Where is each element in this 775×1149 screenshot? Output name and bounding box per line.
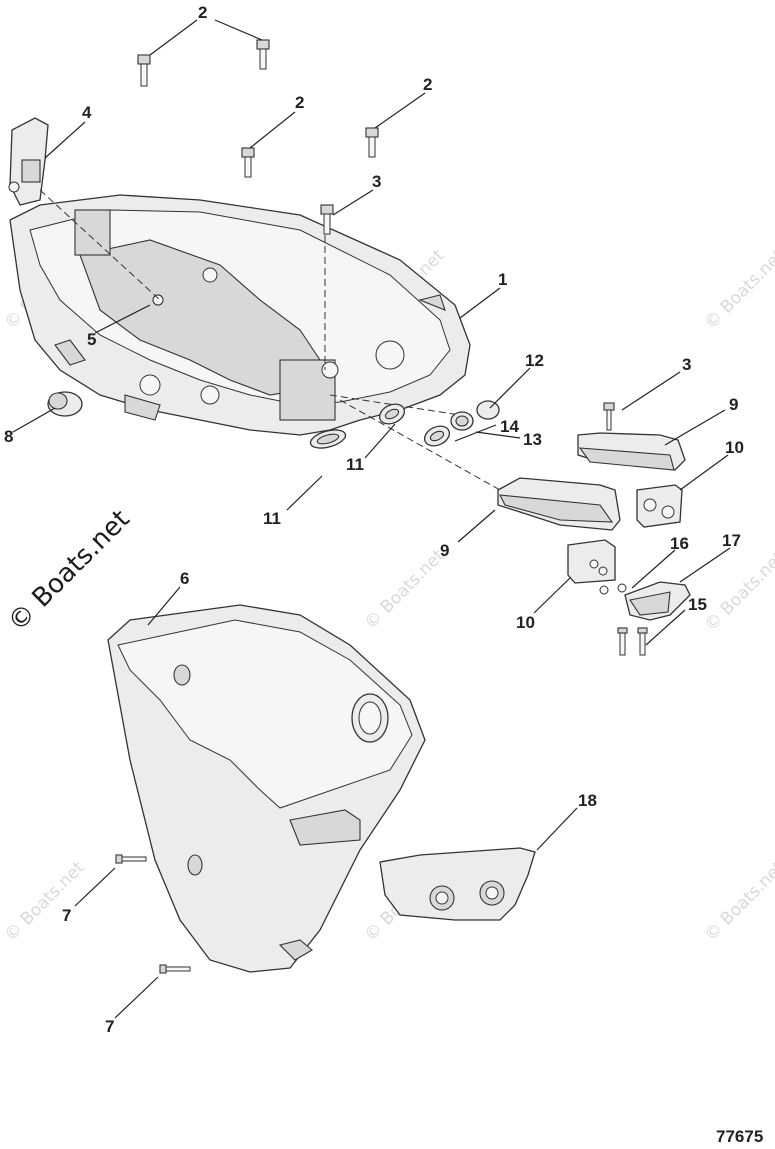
seal-rails — [497, 432, 686, 531]
callout-2: 2 — [423, 75, 432, 94]
callout-9: 9 — [729, 395, 738, 414]
callout-17: 17 — [722, 531, 741, 550]
plug — [47, 391, 83, 417]
callout-3: 3 — [682, 355, 691, 374]
callout-6: 6 — [180, 569, 189, 588]
callout-2: 2 — [295, 93, 304, 112]
callout-1: 1 — [498, 270, 507, 289]
bolts — [137, 39, 615, 431]
bolt — [256, 39, 270, 70]
callouts: 2 2 2 3 4 5 1 12 13 14 11 11 9 3 9 10 10… — [4, 3, 744, 1036]
bolt — [603, 402, 615, 431]
callout-7: 7 — [105, 1017, 114, 1036]
lower-cowl — [107, 604, 426, 973]
bolt — [320, 204, 334, 235]
watermark: © Boats.net — [701, 858, 775, 946]
callout-4: 4 — [82, 103, 92, 122]
watermark: © Boats.net — [361, 546, 449, 634]
callout-11: 11 — [263, 509, 281, 528]
callout-10: 10 — [516, 613, 535, 632]
callout-8: 8 — [4, 427, 13, 446]
screw-part5 — [152, 294, 164, 306]
bottom-cowl-pan — [9, 194, 471, 436]
watermark: © Boats.net — [701, 246, 775, 334]
assembly-lines — [39, 189, 501, 491]
grommet-plates — [567, 484, 683, 584]
callout-9: 9 — [440, 541, 449, 560]
callout-2: 2 — [198, 3, 207, 22]
callout-15: 15 — [688, 595, 707, 614]
callout-5: 5 — [87, 330, 96, 349]
callout-13: 13 — [523, 430, 542, 449]
bracket-assembly — [599, 581, 691, 656]
latch-bracket — [8, 117, 49, 206]
callout-12: 12 — [525, 351, 544, 370]
screws-part7 — [115, 854, 191, 974]
callout-3: 3 — [372, 172, 381, 191]
figure-number: 77675 — [716, 1127, 763, 1146]
callout-16: 16 — [670, 534, 689, 553]
bolt — [365, 127, 379, 158]
callout-7: 7 — [62, 906, 71, 925]
callout-18: 18 — [578, 791, 597, 810]
watermark-large: © Boats.net — [2, 504, 135, 637]
grommets — [309, 400, 500, 449]
bolt — [137, 54, 151, 87]
callout-14: 14 — [500, 417, 519, 436]
callout-11: 11 — [346, 455, 364, 474]
watermark: © Boats.net — [1, 858, 89, 946]
callout-10: 10 — [725, 438, 744, 457]
bolt — [241, 147, 255, 178]
trim-plate — [379, 847, 536, 921]
leader-lines — [12, 19, 731, 1019]
